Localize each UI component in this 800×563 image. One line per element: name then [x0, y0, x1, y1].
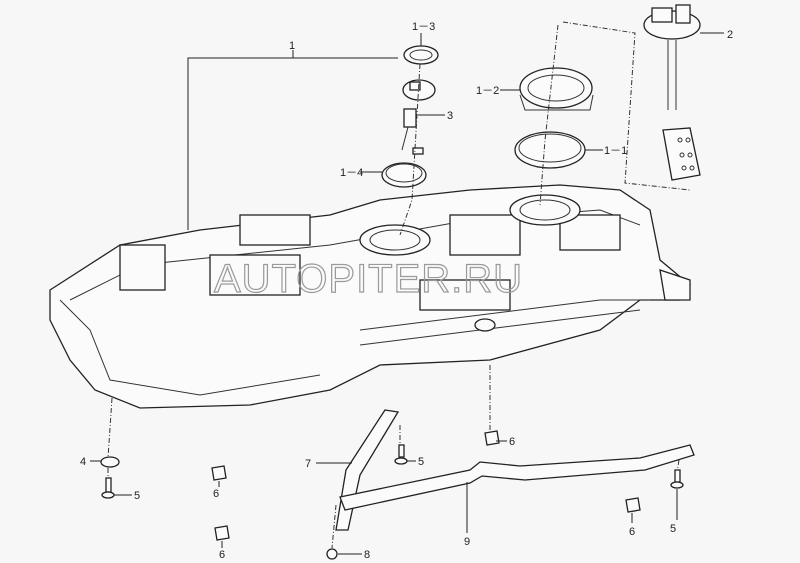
clip	[625, 497, 641, 513]
label-8: 8	[364, 549, 370, 561]
label-5: 5	[670, 523, 676, 535]
label-6: 6	[219, 549, 225, 561]
bolt	[394, 444, 408, 465]
label-1: 1	[289, 40, 295, 52]
strap-short	[335, 409, 400, 531]
label-1-3: 1－3	[412, 21, 435, 33]
bolt	[101, 477, 115, 499]
label-9: 9	[464, 536, 470, 548]
label-6: 6	[629, 526, 635, 538]
label-5: 5	[134, 490, 140, 502]
label-3: 3	[447, 110, 453, 122]
fuel-tank	[49, 184, 691, 409]
label-1-1: 1－1	[604, 145, 627, 157]
label-1-2: 1－2	[476, 85, 499, 97]
seal-large	[514, 131, 586, 169]
lock-ring-small	[403, 45, 439, 65]
clip	[484, 430, 500, 446]
label-6: 6	[213, 488, 219, 500]
label-4: 4	[80, 456, 86, 468]
label-1-4: 1－4	[340, 167, 363, 179]
seal-small	[381, 162, 427, 188]
fuel-pump-assembly	[643, 4, 701, 181]
strap-long	[339, 444, 695, 511]
lock-ring-large	[519, 67, 594, 111]
clip	[214, 525, 230, 541]
washer	[100, 456, 120, 468]
label-5: 5	[418, 456, 424, 468]
watermark: AUTOPITER.RU	[214, 257, 523, 301]
fuel-level-sender	[401, 79, 436, 155]
nut	[326, 548, 338, 560]
label-6: 6	[509, 436, 515, 448]
clip	[211, 465, 227, 481]
bolt	[670, 469, 684, 489]
label-2: 2	[727, 29, 733, 41]
label-7: 7	[305, 458, 311, 470]
